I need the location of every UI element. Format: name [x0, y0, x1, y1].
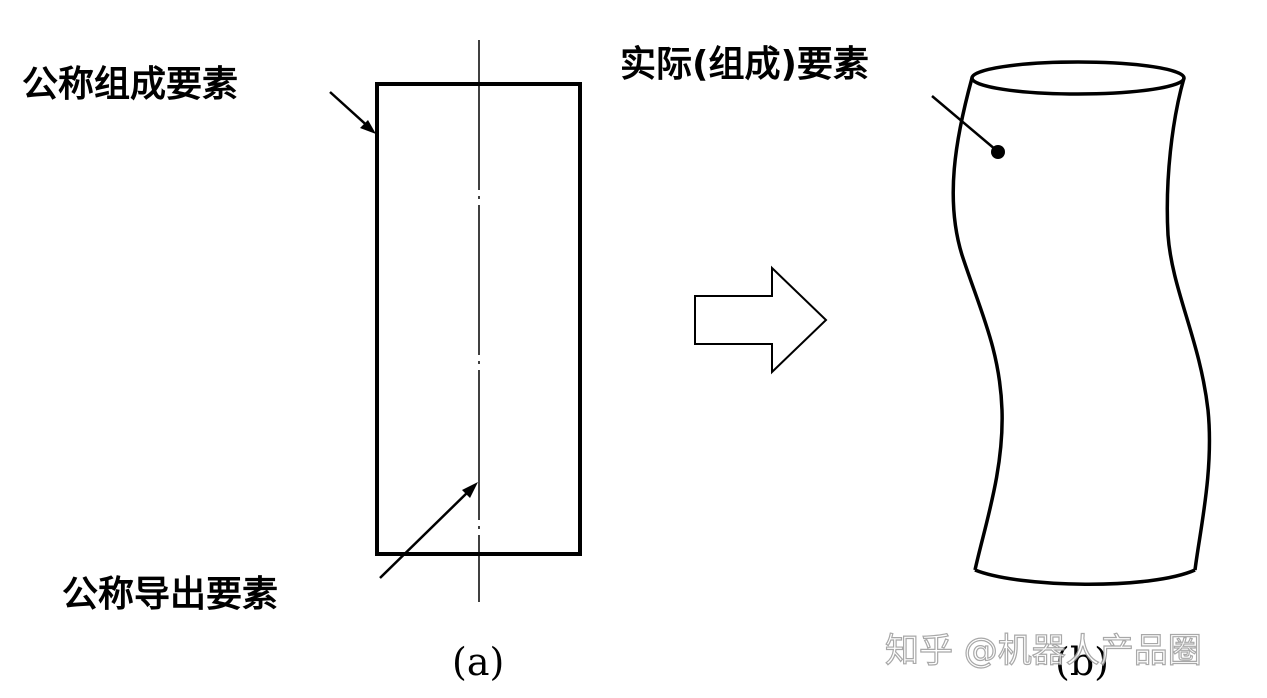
caption-b: (b) — [1055, 640, 1109, 684]
actual-cylinder-left-edge — [951, 77, 1004, 571]
actual-cylinder-right-edge — [1165, 77, 1212, 571]
transition-arrow — [694, 265, 828, 375]
actual-cylinder-top-ellipse — [970, 60, 1186, 96]
label-nominal-integral-feature: 公称组成要素 — [22, 64, 238, 105]
actual-surface-point — [991, 145, 1005, 159]
label-actual-integral-feature: 实际(组成)要素 — [620, 44, 869, 85]
label-nominal-derived-feature: 公称导出要素 — [62, 574, 278, 615]
actual-cylinder-bottom-edge — [974, 568, 1196, 586]
leader-nominal-derived-arrowhead — [462, 482, 478, 498]
caption-a: (a) — [452, 640, 504, 684]
actual-deformed-cylinder — [951, 60, 1212, 586]
leader-nominal-integral-arrowhead — [360, 120, 376, 134]
watermark-text: 知乎 @机器人产品圈 — [885, 631, 1202, 671]
leader-nominal-derived — [379, 487, 473, 579]
leader-actual-integral — [931, 95, 997, 151]
